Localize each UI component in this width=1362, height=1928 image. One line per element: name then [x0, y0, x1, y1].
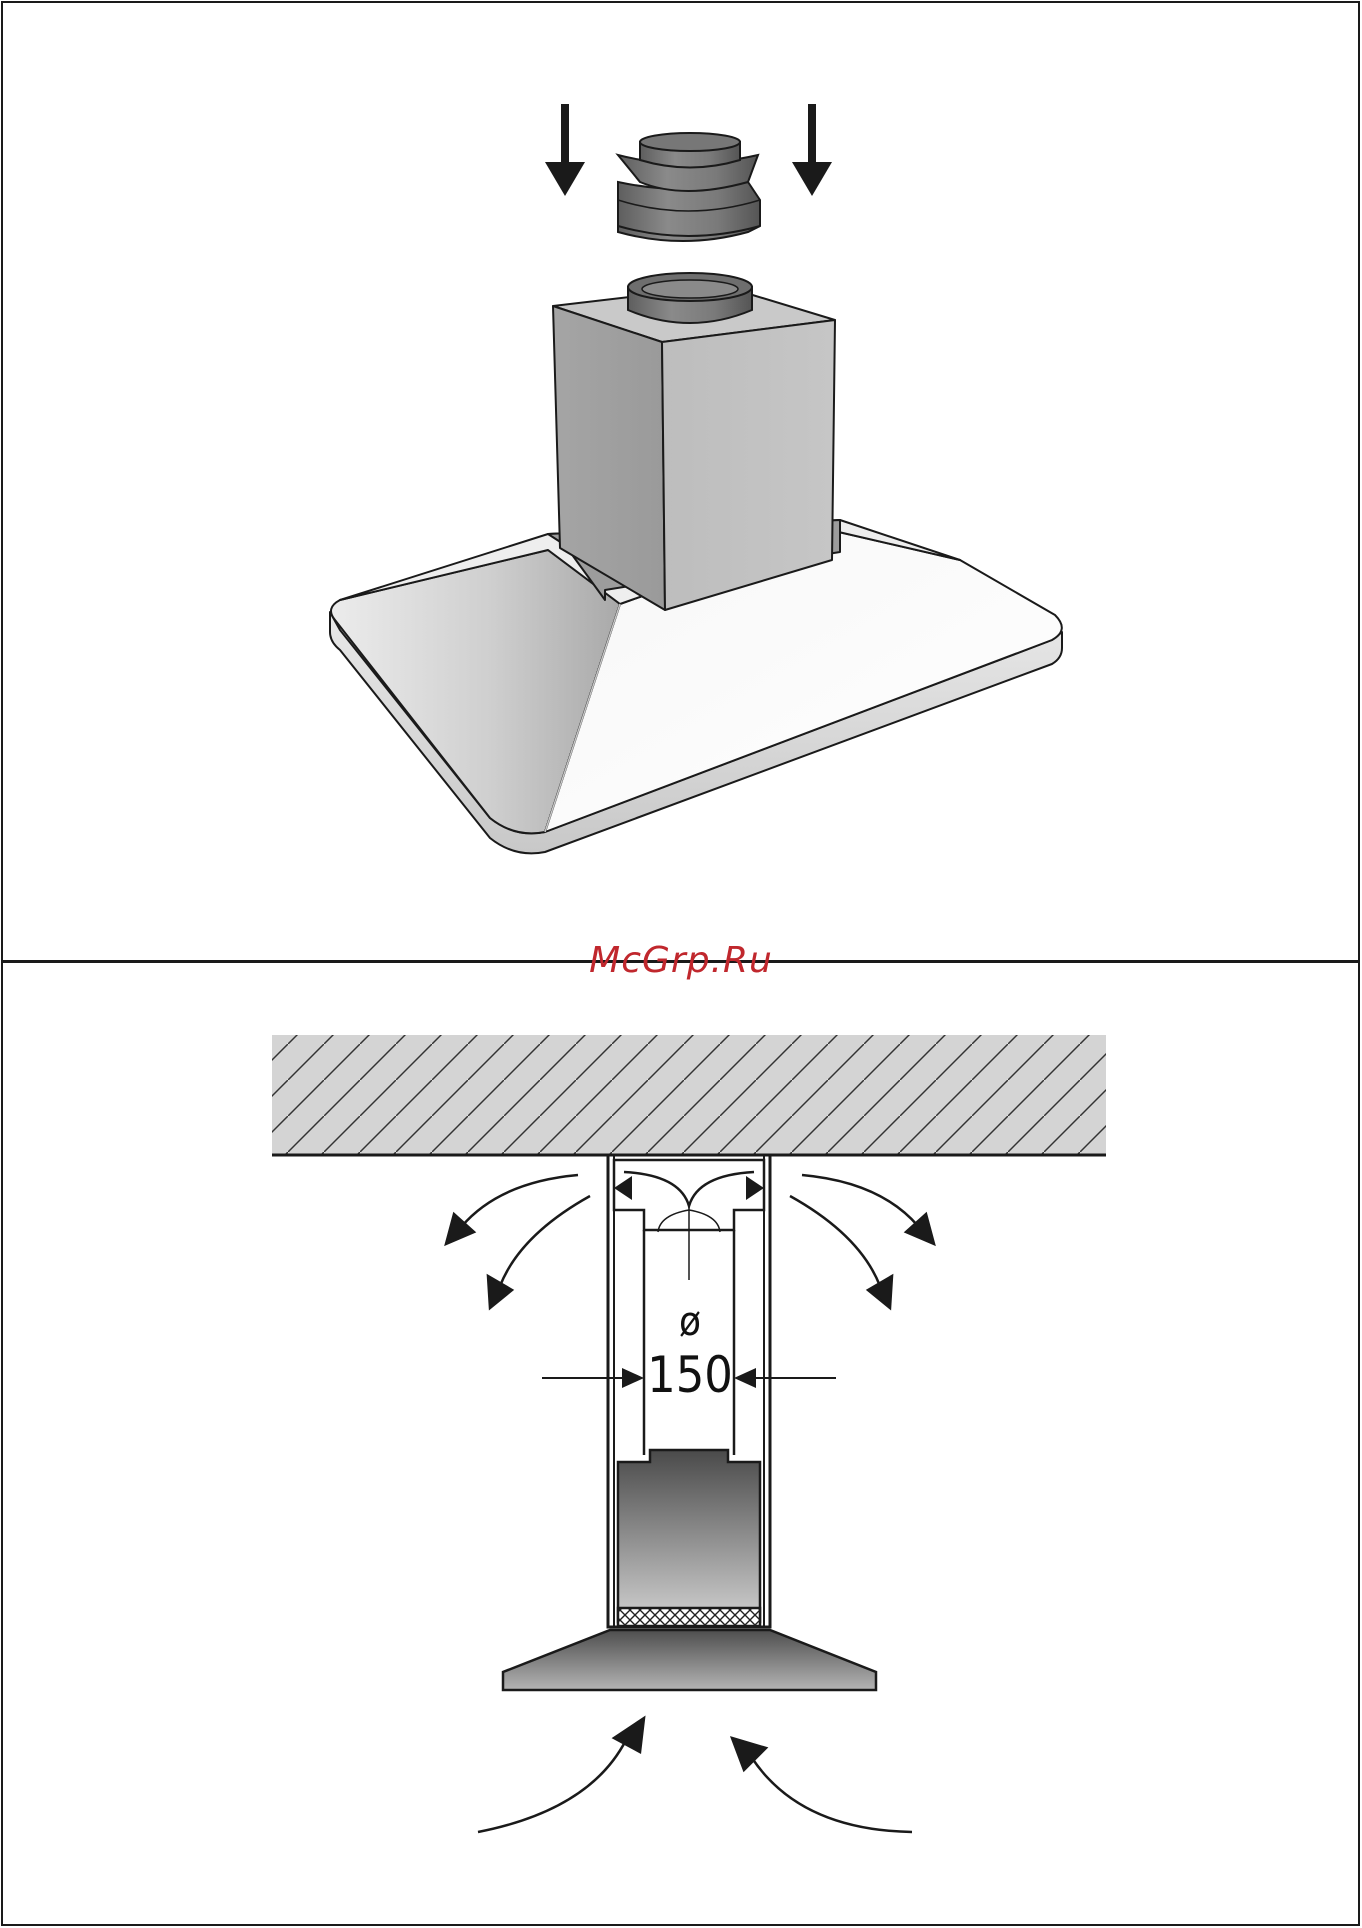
diameter-value: 150 [640, 1347, 740, 1403]
reducer-adapter [618, 133, 760, 241]
hood-chimney [553, 286, 835, 610]
section-panel [1, 960, 1360, 1926]
diameter-symbol: ø [640, 1302, 740, 1342]
down-arrow-icon [545, 104, 585, 196]
watermark: McGrp.Ru [0, 940, 1362, 981]
down-arrow-icon [792, 104, 832, 196]
chimney-outlet-collar [628, 273, 752, 323]
